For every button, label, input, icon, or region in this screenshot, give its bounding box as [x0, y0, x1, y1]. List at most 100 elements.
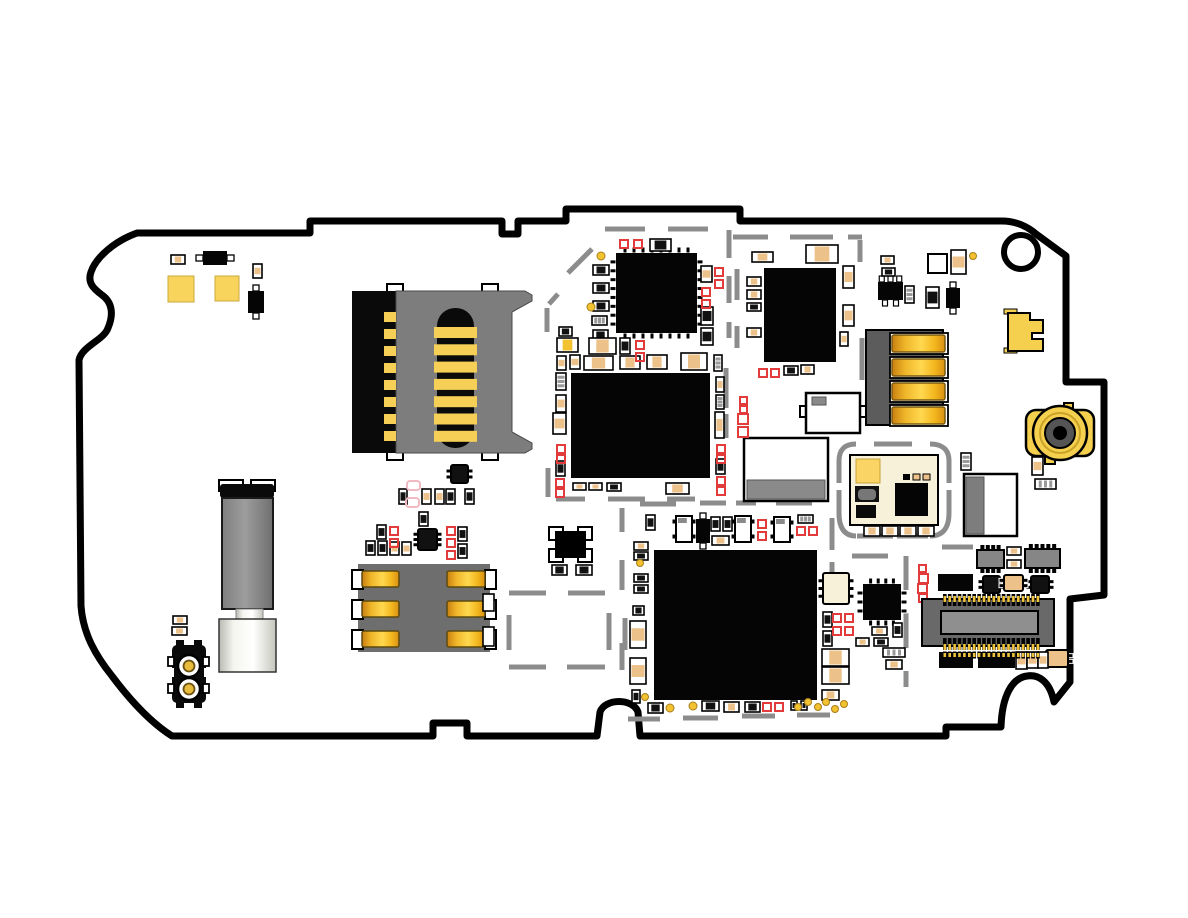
silkscreen-ring: [405, 497, 420, 508]
qfp-pin: [890, 577, 896, 585]
soic-pin: [1034, 568, 1039, 573]
connector-bump: [194, 702, 202, 708]
passive-band: [592, 484, 599, 489]
test-point: [446, 526, 456, 536]
passive-tan: [917, 525, 935, 537]
qfp-pin: [609, 294, 617, 300]
via: [641, 693, 649, 701]
passive-black: [445, 488, 456, 505]
passive-white: [482, 626, 495, 647]
soic-pin: [991, 568, 996, 573]
qfp-pin: [856, 590, 864, 596]
connector-gold-center: [182, 682, 196, 696]
chip-body: [450, 464, 469, 484]
passive-tan: [871, 626, 888, 636]
qfp-pin: [609, 303, 617, 309]
side-pin-chip: [817, 572, 855, 605]
sot-pin: [878, 275, 885, 283]
b2b-pin-gold: [948, 653, 951, 657]
stripe: [557, 384, 565, 388]
passive-tan: [821, 648, 850, 667]
passive-band: [841, 335, 847, 343]
qfp-pin: [883, 619, 889, 627]
passive-band: [859, 639, 866, 645]
qfp-pin: [900, 590, 908, 596]
passive-band: [702, 331, 712, 342]
passive-band: [176, 628, 183, 634]
sot-pin: [896, 275, 903, 283]
solid-part: [912, 473, 921, 481]
passive-band: [379, 544, 386, 552]
passive-tan: [680, 352, 708, 371]
passive-band: [724, 520, 731, 528]
passive-black: [398, 488, 408, 505]
passive-band: [420, 515, 427, 523]
b2b-pin-gold: [977, 653, 981, 657]
passive-band: [927, 291, 938, 304]
diode: [195, 251, 235, 265]
side-pin-chip: [998, 574, 1029, 592]
test-point: [555, 478, 565, 488]
passive-tan: [805, 244, 839, 264]
holder-contact-bar: [434, 344, 477, 356]
passive-tan: [880, 255, 895, 265]
passive-band: [554, 418, 565, 429]
stripe: [898, 649, 901, 656]
passive-tan: [1031, 456, 1044, 476]
holder-capsule: [437, 308, 474, 448]
soic-gray: [1024, 544, 1061, 573]
holder-pin: [384, 397, 396, 407]
passive-band: [631, 665, 645, 677]
ic-black-body: [571, 373, 710, 478]
battery-gold-contact: [891, 382, 946, 401]
b2b-pin-gold: [1012, 653, 1015, 657]
passive-tan: [170, 254, 186, 265]
b2b-pin-gold: [977, 644, 981, 650]
via: [822, 698, 830, 706]
passive-black: [701, 700, 720, 712]
test-point: [739, 396, 748, 405]
chip-body: [1045, 649, 1069, 668]
passive-band: [561, 328, 570, 335]
b2b-pin-gold: [958, 644, 961, 650]
b2b-pin-gold: [1021, 653, 1025, 657]
soic-white: [730, 515, 756, 543]
stripe: [717, 397, 723, 400]
b2b-pin-gold: [987, 653, 991, 657]
qfp-pin: [609, 321, 617, 327]
white-outline-box: [927, 253, 948, 274]
soic-pin: [1052, 544, 1057, 549]
holder-pin: [384, 312, 396, 322]
solid-part: [214, 275, 240, 302]
qfp-pin: [685, 246, 691, 254]
side-pin-chip: [1025, 575, 1055, 594]
passive-band: [824, 634, 831, 643]
passive-band: [596, 331, 605, 338]
motor-cap: [220, 484, 274, 498]
b2b-pin-gold: [1026, 644, 1030, 650]
passive-band: [558, 359, 565, 367]
b2b-pin-gold: [987, 644, 991, 650]
shield-corner-arc: [836, 441, 857, 462]
passive-band: [877, 639, 885, 645]
test-point: [714, 279, 724, 289]
passive-band: [637, 553, 645, 559]
solid-part: [167, 275, 195, 303]
diode-body: [203, 251, 227, 265]
b2b-pin-gold: [1031, 644, 1035, 650]
diode: [696, 512, 710, 550]
test-point: [716, 454, 726, 464]
b2b-pin-gold: [943, 644, 947, 650]
battery-contacts: [865, 329, 949, 427]
passive-tan: [588, 482, 603, 491]
passive-striped: [713, 354, 723, 372]
passive-band: [844, 271, 853, 283]
passive-black: [633, 551, 649, 561]
stripe: [715, 357, 721, 361]
stripe: [892, 649, 896, 656]
test-point: [619, 239, 629, 249]
soic-pin: [1028, 568, 1033, 573]
b2b-inner: [940, 610, 1039, 635]
qfp-pin: [696, 259, 704, 265]
